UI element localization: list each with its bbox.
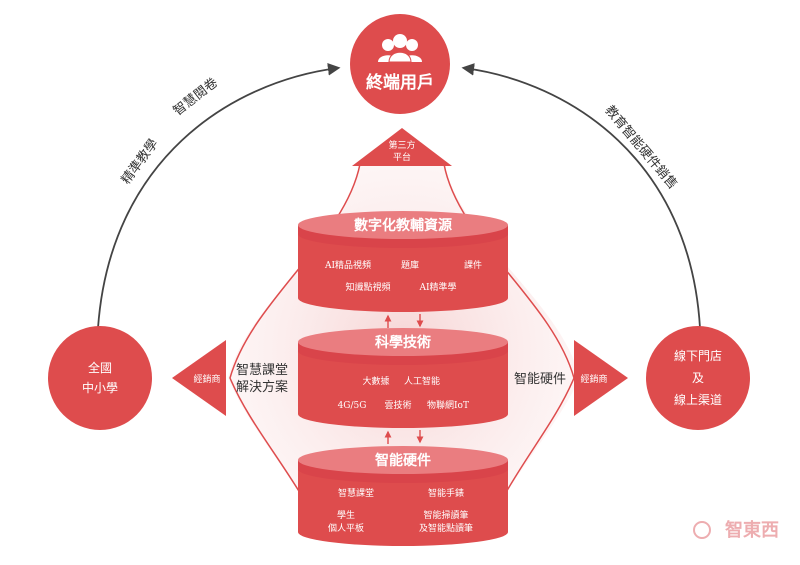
cylinder-1-item: 課件 xyxy=(464,259,482,271)
left-node-line1: 全國 xyxy=(88,360,112,375)
left-arc xyxy=(97,63,341,329)
right-hardware-label: 智能硬件 xyxy=(514,372,566,387)
cylinder-2-item: 物聯網IoT xyxy=(427,399,469,411)
right-node-line3: 線上渠道 xyxy=(674,392,722,407)
cylinder-3-item: 學生 xyxy=(337,509,355,521)
left-solution-line2: 解決方案 xyxy=(236,379,288,395)
right-arc xyxy=(461,63,701,329)
cylinder-2-item: 大數據 xyxy=(362,375,389,387)
right-dealer-label: 經銷商 xyxy=(580,373,607,385)
top-node-label: 終端用戶 xyxy=(366,72,434,93)
cylinder-3-title: 智能硬件 xyxy=(374,452,431,469)
cylinder-1-item: AI精準學 xyxy=(418,281,456,293)
third-party-line1: 第三方 xyxy=(388,139,415,151)
cylinder-technology: 科學技術 大數據 人工智能 4G/5G 雲技術 物聯網IoT xyxy=(298,328,508,428)
cylinder-1-title: 數字化教輔資源 xyxy=(354,217,452,234)
cylinder-2-title: 科學技術 xyxy=(375,334,431,351)
left-solution-line1: 智慧課堂 xyxy=(236,362,288,378)
top-node-end-users: 終端用戶 xyxy=(350,14,450,114)
cylinder-2-item: 雲技術 xyxy=(384,399,411,411)
cylinder-hardware: 智能硬件 智慧課堂 智能手錶 學生 個人平板 智能掃讀筆 及智能點讀筆 xyxy=(298,446,508,546)
left-arc-label-1: 精準教學 xyxy=(118,136,162,187)
right-dealer-arrow: 經銷商 xyxy=(574,340,628,416)
cylinder-3-item: 智慧課堂 xyxy=(338,487,374,499)
cylinder-digital-resources: 數字化教輔資源 AI精品視頻 題庫 課件 知識點視頻 AI精準學 xyxy=(298,211,508,312)
left-arc-label-2: 智慧閱卷 xyxy=(170,75,221,120)
watermark-logo: 智東西 xyxy=(693,519,779,541)
left-dealer-label: 經銷商 xyxy=(193,373,220,385)
cylinder-1-item: 題庫 xyxy=(401,259,419,271)
users-icon xyxy=(378,34,422,63)
cylinder-3-item: 及智能點讀筆 xyxy=(419,522,473,534)
cylinder-2-item: 人工智能 xyxy=(404,375,440,387)
right-arc-label: 教育智能硬件銷售 xyxy=(602,102,681,192)
left-dealer-arrow: 經銷商 xyxy=(172,340,226,416)
cylinder-3-item: 智能手錶 xyxy=(428,487,464,499)
left-node-schools: 全國 中小學 xyxy=(48,326,152,430)
right-node-line1: 線下門店 xyxy=(674,348,722,363)
cylinder-3-item: 智能掃讀筆 xyxy=(423,509,468,521)
right-node-line2: 及 xyxy=(692,371,704,385)
cylinder-1-item: 知識點視頻 xyxy=(345,281,390,293)
third-party-line2: 平台 xyxy=(393,151,411,163)
watermark-text: 智東西 xyxy=(725,519,779,541)
cylinder-1-item: AI精品視頻 xyxy=(324,259,371,271)
right-node-channels: 線下門店 及 線上渠道 xyxy=(646,326,750,430)
cylinder-3-item: 個人平板 xyxy=(328,522,364,534)
left-node-line2: 中小學 xyxy=(82,380,118,395)
third-party-arrow: 第三方 平台 xyxy=(352,128,452,166)
cylinder-2-item: 4G/5G xyxy=(338,401,367,411)
